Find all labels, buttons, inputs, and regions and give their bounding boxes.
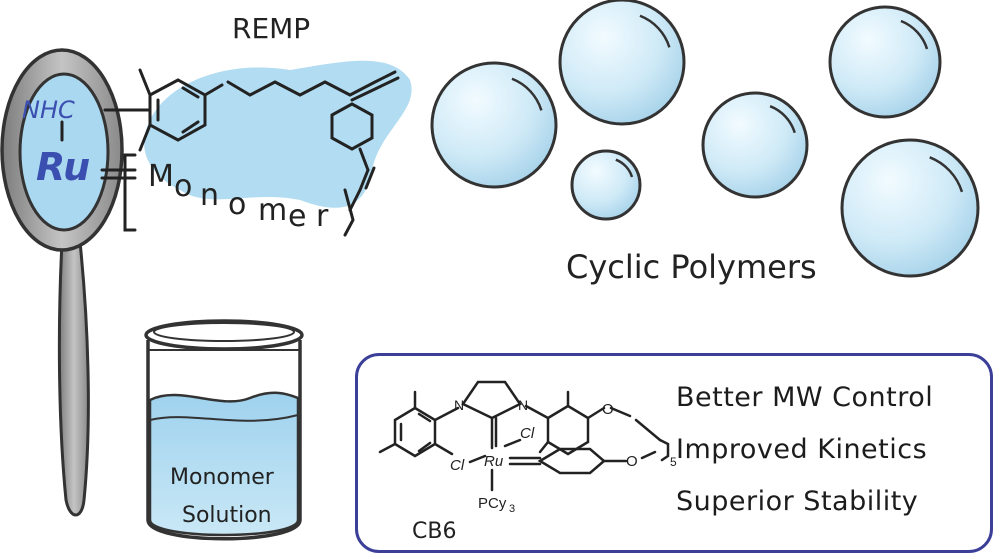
jar-label-line2: Solution [182,503,272,528]
svg-text:Cl: Cl [520,425,535,442]
svg-text:Ru: Ru [484,453,504,470]
catalyst-name: CB6 [412,519,456,544]
monomer-letter: m [258,193,287,228]
jar-liquid [148,391,300,537]
feature-stability: Superior Stability [676,486,919,517]
cb6-structure [378,380,670,492]
remp-structure [60,68,400,237]
cyclic-polymer-bubble [570,149,642,221]
bubble-highlight [900,19,929,50]
monomer-letter: e [288,199,306,234]
jar-label-line1: Monomer [170,465,275,490]
cyclic-polymer-bubbles [430,0,980,278]
feature-kinetics: Improved Kinetics [676,434,928,465]
spoon [0,48,124,517]
svg-text:3: 3 [509,503,515,515]
monomer-jar [144,319,304,541]
svg-text:5: 5 [670,455,677,469]
cyclic-polymer-bubble [701,91,809,199]
bubble-highlight [769,105,796,134]
cyclic-polymers-label: Cyclic Polymers [566,248,817,286]
svg-text:Cl: Cl [450,457,465,474]
feature-mw-control: Better MW Control [676,382,934,413]
monomer-letter: M [148,159,174,194]
svg-text:N: N [518,397,528,413]
jar-lid [144,319,304,351]
cyclic-polymer-bubble [840,138,980,278]
svg-text:O: O [626,453,638,470]
remp-title: REMP [232,12,310,45]
monomer-letter: o [228,187,246,222]
spoon-bowl-liquid [18,72,110,232]
features-box: Better MW Control Improved Kinetics Supe… [355,353,993,553]
spoon-handle [57,240,90,517]
bubble-highlight [511,77,543,111]
monomer-letter: n [200,178,219,213]
catalyst-blob [144,60,412,208]
ru-label: Ru [36,145,90,189]
monomer-letter: o [174,169,192,204]
bubble-highlight [639,14,671,48]
cb6-atom-labels: N N Ru Cl Cl O O PCy 3 5 [450,397,677,515]
bubble-highlight [929,156,964,193]
styrene-ring [330,102,374,151]
cyclic-polymer-bubble [828,5,942,119]
cyclic-polymer-bubble [430,61,558,189]
svg-text:O: O [602,401,614,418]
nhc-label: NHC [22,96,75,124]
svg-text:PCy: PCy [478,495,507,512]
svg-text:N: N [454,397,464,413]
monomer-letter: r [316,199,329,234]
bubble-highlight [615,158,634,178]
cyclic-polymer-bubble [558,0,686,126]
